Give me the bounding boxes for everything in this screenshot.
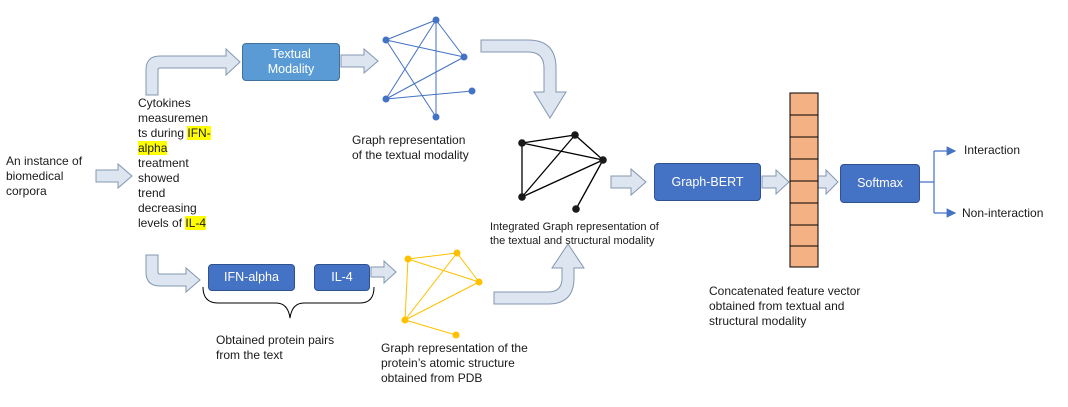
sentence-line: trend: [138, 186, 166, 200]
arrow-text-to-protein-pairs-shape: [145, 254, 201, 294]
feature-vector: [789, 92, 819, 268]
caption-protein-pairs: Obtained protein pairs from the text: [216, 333, 335, 362]
textual-modality-line-2: Modality: [267, 62, 315, 76]
sentence-line: ts during IFN-: [138, 126, 211, 140]
caption-feature-vector: Concatenated feature vector obtained fro…: [709, 284, 861, 328]
output-non-interaction: Non-interaction: [962, 206, 1044, 220]
sentence-line: measuremen: [138, 111, 209, 125]
protein-pairs-brace: [202, 286, 375, 319]
highlight-il4: IL-4: [185, 216, 207, 230]
arrow-protein-pairs-to-graph: [370, 259, 397, 285]
sentence-line: showed: [138, 171, 180, 185]
caption-textual-graph: Graph representation of the textual moda…: [352, 133, 469, 162]
highlight-alpha: alpha: [138, 141, 168, 155]
arrow-vector-to-softmax: [817, 168, 839, 196]
arrow-protein-graph-to-integrated: [493, 243, 585, 305]
integrated-graph-nodes: [518, 131, 607, 213]
highlight-ifn: IFN-: [187, 126, 211, 140]
output-interaction: Interaction: [964, 143, 1021, 157]
textual-modality-line-1: Textual: [271, 47, 311, 61]
arrow-textual-graph-to-integrated: [480, 39, 567, 119]
protein-graph: [404, 252, 480, 336]
protein-graph-nodes: [401, 249, 483, 339]
sentence-line: levels of IL-4: [138, 216, 207, 230]
input-line-2: biomedical: [6, 169, 64, 183]
example-sentence: Cytokines measuremen ts during IFN- alph…: [138, 96, 211, 231]
arrow-bert-to-vector: [761, 168, 790, 196]
sentence-line: treatment: [138, 156, 189, 170]
ifn-alpha-box: IFN-alpha: [208, 264, 295, 291]
sentence-line: Cytokines: [138, 96, 191, 110]
caption-integrated-graph: Integrated Graph representation of the t…: [490, 221, 659, 247]
input-line-3: corpora: [6, 184, 47, 198]
textual-modality-box: Textual Modality: [242, 43, 340, 81]
integrated-graph: [521, 134, 604, 210]
arrow-modality-to-graph: [340, 47, 379, 75]
input-instance-label: An instance of biomedical corpora: [6, 154, 82, 199]
arrow-integrated-to-graph-bert: [610, 167, 647, 197]
arrow-text-to-textual-modality: [145, 47, 241, 96]
textual-graph: [385, 19, 473, 118]
arrow-input-to-text: [95, 162, 133, 190]
input-line-1: An instance of: [6, 154, 83, 168]
sentence-line: alpha: [138, 141, 211, 156]
caption-protein-graph: Graph representation of the protein’s at…: [381, 341, 528, 385]
softmax-box: Softmax: [840, 164, 920, 203]
graph-bert-box: Graph-BERT: [654, 163, 761, 201]
il4-box: IL-4: [314, 264, 370, 291]
output-branch-lines: [919, 151, 935, 213]
sentence-line: decreasing: [138, 201, 197, 215]
textual-graph-nodes: [382, 16, 476, 121]
